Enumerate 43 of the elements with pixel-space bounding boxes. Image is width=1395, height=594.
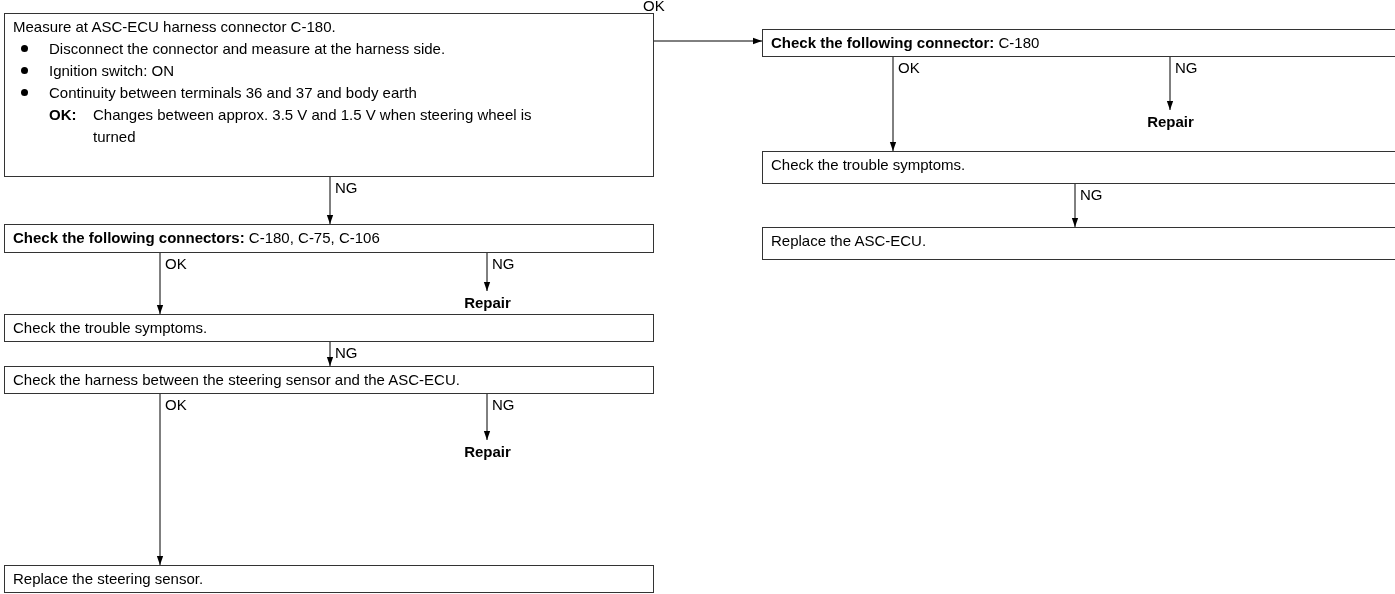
- step-text: Check the trouble symptoms.: [771, 155, 967, 175]
- edge-label: OK: [897, 60, 921, 75]
- bullet-item: Continuity between terminals 36 and 37 and body earth: [13, 82, 645, 104]
- arrow: [1166, 56, 1174, 111]
- step-text: Replace the steering sensor.: [13, 569, 205, 589]
- edge-label: NG: [334, 345, 359, 360]
- edge-label: NG: [1079, 187, 1104, 202]
- process-box: [762, 151, 1395, 184]
- edge-label: OK: [164, 397, 188, 412]
- arrow: [326, 176, 334, 225]
- action-text: Repair: [440, 294, 535, 314]
- arrow: [156, 393, 164, 566]
- step-text: Check the following connectors: C-180, C-75, C-106: [13, 228, 381, 248]
- step-text: Replace the ASC-ECU.: [771, 231, 928, 251]
- criterion-text: OK: Changes between approx. 3.5 V and 1.5 V when steering wheel is turned: [48, 105, 533, 147]
- process-box: [4, 314, 654, 342]
- arrow: [326, 341, 334, 367]
- bullet-item: Disconnect the connector and measure at the harness side.: [13, 38, 645, 60]
- arrow: [889, 56, 897, 152]
- process-box: [762, 227, 1395, 260]
- arrow: [483, 393, 491, 441]
- arrow: [156, 252, 164, 315]
- edge-label: OK: [164, 256, 188, 271]
- step-text: Check the following connector: C-180: [771, 33, 1041, 53]
- process-box: [4, 224, 654, 253]
- edge-label: NG: [491, 256, 516, 271]
- step-text: Check the trouble symptoms.: [13, 318, 209, 338]
- step-text: Check the harness between the steering sensor and the ASC-ECU.: [13, 370, 461, 390]
- process-box: [762, 29, 1395, 57]
- edge-label: NG: [334, 180, 359, 195]
- edge-label: NG: [1174, 60, 1199, 75]
- arrow: [483, 252, 491, 292]
- step-heading: Measure at ASC-ECU harness connector C-180.: [13, 17, 337, 37]
- arrow: [653, 37, 763, 45]
- edge-label: NG: [491, 397, 516, 412]
- edge-label: OK: [642, 0, 666, 13]
- process-box: [4, 366, 654, 394]
- action-text: Repair: [440, 443, 535, 463]
- process-box: [4, 13, 654, 177]
- process-box: [4, 565, 654, 593]
- action-text: Repair: [1123, 113, 1218, 133]
- arrow: [1071, 183, 1079, 228]
- bullet-item: Ignition switch: ON: [13, 60, 645, 82]
